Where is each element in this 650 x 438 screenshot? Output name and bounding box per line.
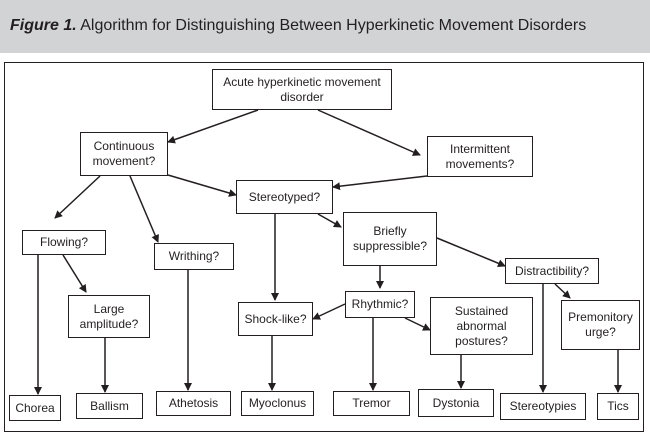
node-distractibility: Distractibility?: [505, 258, 599, 284]
node-acute-hyperkinetic: Acute hyperkinetic movement disorder: [212, 69, 392, 110]
node-intermittent-movements: Intermittent movements?: [427, 136, 533, 177]
node-flowing: Flowing?: [22, 230, 106, 255]
outcome-chorea: Chorea: [9, 395, 61, 421]
node-flowing-label: Flowing?: [39, 235, 89, 249]
node-large-amplitude: Large amplitude?: [68, 295, 150, 338]
outcome-athetosis-label: Athetosis: [168, 396, 219, 410]
outcome-dystonia-label: Dystonia: [432, 395, 480, 410]
node-continuous-movement: Continuous movement?: [80, 132, 168, 176]
node-rhythmic: Rhythmic?: [345, 291, 415, 318]
node-large-amplitude-label: Large amplitude?: [79, 301, 139, 331]
arrow-continuous-to-writhing: [129, 175, 159, 243]
node-acute-hyperkinetic-label: Acute hyperkinetic movement disorder: [223, 74, 381, 104]
arrow-rhythmic-to-sustained: [404, 317, 431, 331]
outcome-tics: Tics: [597, 393, 639, 420]
node-continuous-movement-label: Continuous movement?: [92, 139, 156, 168]
outcome-ballism: Ballism: [76, 393, 143, 419]
node-sustained-abnormal-postures: Sustained abnormal postures?: [430, 297, 533, 355]
node-stereotyped: Stereotyped?: [236, 180, 333, 214]
figure-title-text: Algorithm for Distinguishing Between Hyp…: [80, 17, 587, 34]
outcome-chorea-label: Chorea: [15, 400, 55, 415]
node-sustained-abnormal-postures-label: Sustained abnormal postures?: [454, 303, 509, 348]
outcome-tics-label: Tics: [607, 399, 629, 413]
node-briefly-suppressible-label: Briefly suppressible?: [352, 224, 428, 253]
arrow-stereotyped-to-suppressible: [317, 213, 342, 228]
outcome-tremor-label: Tremor: [352, 396, 391, 410]
arrow-intermittent-to-stereotyped: [332, 175, 428, 191]
arrow-acute-to-intermittent: [317, 109, 421, 156]
node-premonitory-urge-label: Premonitory urge?: [568, 310, 633, 339]
node-premonitory-urge: Premonitory urge?: [561, 300, 640, 350]
node-shock-like-label: Shock-like?: [244, 311, 307, 326]
outcome-stereotypies: Stereotypies: [500, 393, 586, 420]
node-rhythmic-label: Rhythmic?: [351, 297, 409, 311]
arrow-flowing-to-large-amplitude: [62, 254, 87, 293]
outcome-dystonia: Dystonia: [418, 389, 494, 417]
outcome-ballism-label: Ballism: [90, 398, 129, 413]
outcome-myoclonus: Myoclonus: [241, 391, 314, 416]
diagram-frame: [4, 62, 644, 432]
node-briefly-suppressible: Briefly suppressible?: [343, 212, 437, 266]
figure-label: Figure 1.: [10, 17, 77, 34]
arrow-acute-to-continuous: [167, 109, 259, 144]
outcome-athetosis: Athetosis: [156, 391, 231, 416]
arrow-distractibility-to-premonitory: [554, 283, 571, 299]
outcome-tremor: Tremor: [333, 391, 410, 416]
node-distractibility-label: Distractibility?: [514, 263, 589, 278]
figure-header: Figure 1. Algorithm for Distinguishing B…: [0, 0, 650, 53]
node-stereotyped-label: Stereotyped?: [248, 189, 321, 204]
arrow-continuous-to-flowing: [54, 175, 101, 219]
arrow-continuous-to-stereotyped: [167, 174, 237, 197]
node-intermittent-movements-label: Intermittent movements?: [445, 141, 515, 171]
node-writhing-label: Writhing?: [168, 249, 220, 263]
node-writhing: Writhing?: [154, 243, 234, 270]
figure-title: Figure 1. Algorithm for Distinguishing B…: [10, 17, 586, 35]
outcome-stereotypies-label: Stereotypies: [509, 399, 577, 413]
arrow-rhythmic-to-shock-like: [312, 303, 346, 320]
outcome-myoclonus-label: Myoclonus: [248, 396, 307, 410]
node-shock-like: Shock-like?: [238, 302, 313, 336]
arrow-suppressible-to-distractibility: [436, 237, 506, 268]
